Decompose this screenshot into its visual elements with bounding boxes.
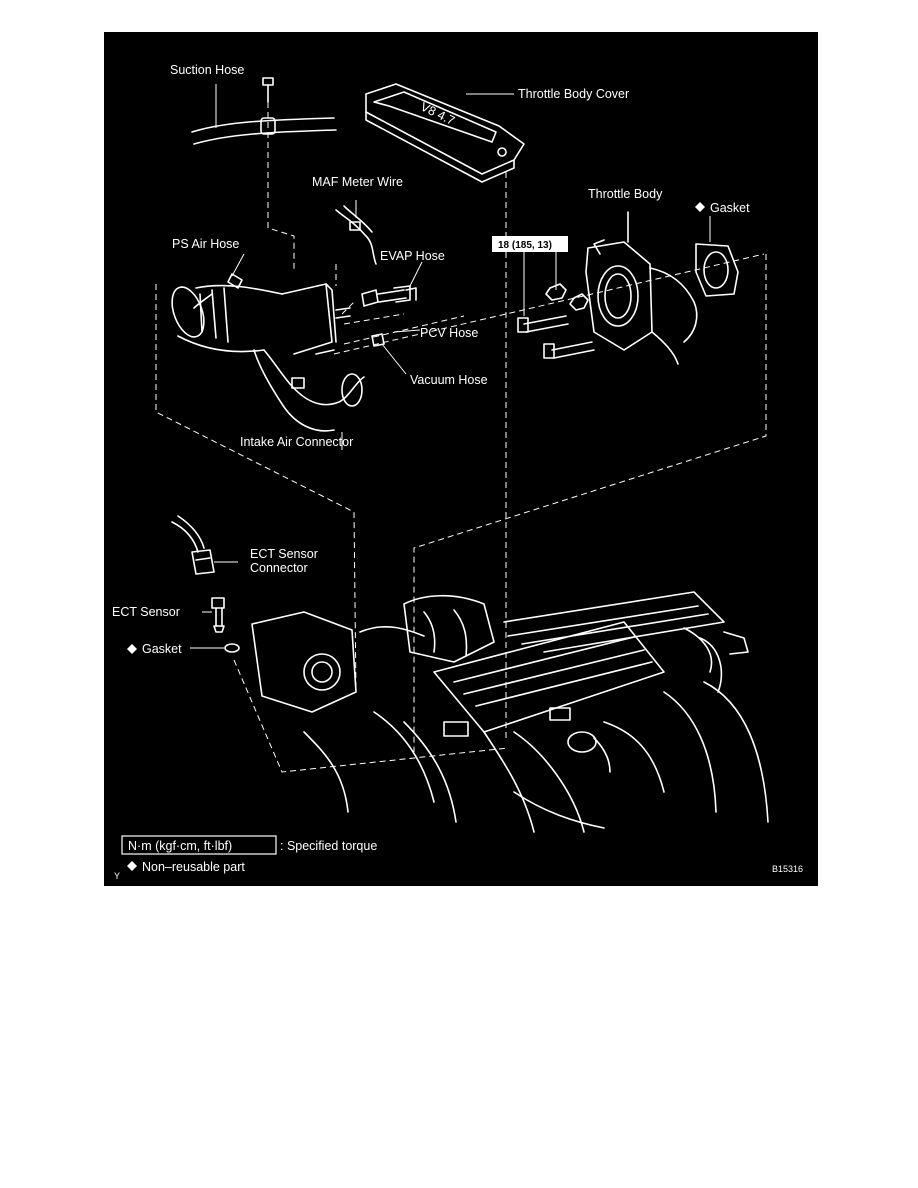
label-ect-sensor-connector-line2: Connector	[250, 561, 308, 575]
throttle-body-cover-drawing: V8 4.7	[365, 83, 525, 183]
nonreusable-marker-icon	[127, 644, 137, 654]
nonreusable-marker-icon	[127, 861, 137, 871]
label-throttle-body: Throttle Body	[588, 187, 663, 201]
suction-hose-drawing	[191, 77, 337, 145]
figure-code: B15316	[772, 864, 803, 874]
label-pcv-hose: PCV Hose	[420, 326, 478, 340]
torque-box	[492, 236, 568, 252]
label-gasket-top-group: Gasket	[695, 201, 750, 215]
corner-left-mark: Y	[114, 871, 120, 881]
ect-connector-drawing	[171, 515, 238, 575]
maf-meter-wire-drawing	[335, 200, 377, 265]
ect-gasket-drawing	[190, 643, 240, 653]
label-suction-hose: Suction Hose	[170, 63, 244, 77]
ect-sensor-drawing	[202, 597, 225, 633]
legend-nonreusable: Non–reusable part	[142, 860, 245, 874]
engine-drawing	[251, 591, 769, 833]
label-intake-air-connector: Intake Air Connector	[240, 435, 353, 449]
torque-value: 18 (185, 13)	[498, 240, 552, 251]
throttle-body-drawing	[585, 211, 698, 365]
leader-lines	[231, 253, 423, 450]
label-ect-sensor-connector-line1: ECT Sensor	[250, 547, 318, 561]
assembly-dashed-lines	[155, 102, 767, 773]
intake-air-connector-drawing	[171, 273, 365, 432]
label-gasket-bottom-group: Gasket	[127, 642, 182, 656]
label-ect-sensor: ECT Sensor	[112, 605, 180, 619]
label-gasket-bottom: Gasket	[142, 642, 182, 656]
component-diagram: V8 4.7	[112, 63, 803, 881]
label-ps-air-hose: PS Air Hose	[172, 237, 239, 251]
label-evap-hose: EVAP Hose	[380, 249, 445, 263]
nonreusable-marker-icon	[695, 202, 705, 212]
label-gasket-top: Gasket	[710, 201, 750, 215]
legend-unit-text: N·m (kgf·cm, ft·lbf)	[128, 839, 232, 853]
legend-unit-box	[121, 835, 277, 855]
throttle-gasket-drawing	[695, 216, 739, 297]
hoses-drawing	[315, 285, 417, 355]
label-vacuum-hose: Vacuum Hose	[410, 373, 488, 387]
diagram-frame: V8 4.7	[104, 32, 818, 886]
label-throttle-body-cover: Throttle Body Cover	[518, 87, 629, 101]
torque-fasteners-drawing	[492, 236, 595, 359]
legend: N·m (kgf·cm, ft·lbf) : Specified torque …	[121, 835, 377, 874]
label-maf-meter-wire: MAF Meter Wire	[312, 175, 403, 189]
legend-unit-desc: : Specified torque	[280, 839, 377, 853]
